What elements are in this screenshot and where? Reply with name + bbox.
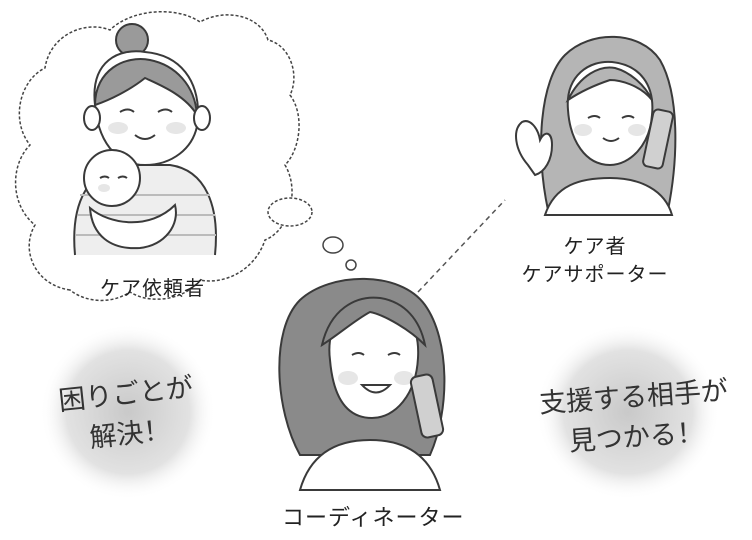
requester-illustration	[73, 23, 217, 256]
right-message: 支援する相手が 見つかる！	[527, 371, 742, 465]
thought-dot-medium	[322, 236, 344, 254]
left-highlight-blob	[40, 324, 216, 500]
carer-label-line2: ケアサポーター	[521, 262, 669, 286]
carer-label: ケア者 ケアサポーター	[520, 232, 670, 288]
requester-label: ケア依頼者	[100, 276, 205, 300]
carer-label-line1: ケア者	[563, 234, 627, 258]
thought-dot-small	[345, 259, 357, 271]
right-highlight-blob	[536, 324, 720, 500]
thought-dot-large	[267, 197, 313, 227]
coordinator-illustration	[278, 277, 446, 491]
connector-line	[417, 199, 506, 293]
carer-illustration	[515, 35, 677, 216]
coordinator-label: コーディネーター	[282, 506, 465, 531]
